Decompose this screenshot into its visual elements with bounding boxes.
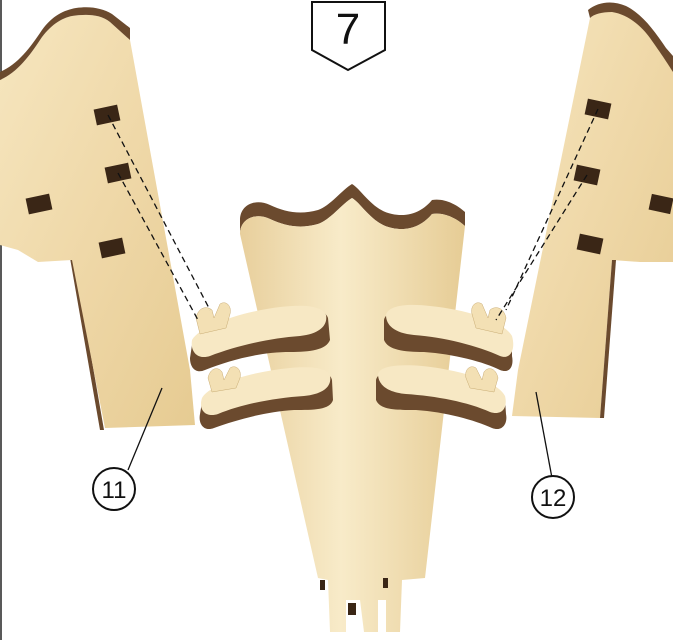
right-side-panel [512, 3, 673, 418]
callout-11-label: 11 [102, 477, 127, 504]
right-panel-face [512, 11, 673, 418]
center-bottom-slot-3 [348, 603, 356, 615]
step-number: 7 [336, 5, 360, 54]
left-side-panel [0, 7, 195, 430]
right-arm-lower-tab [466, 367, 498, 392]
step-badge: 7 [312, 2, 385, 70]
callout-12-label: 12 [540, 485, 567, 512]
center-bottom-slot-2 [383, 578, 388, 588]
center-piece-face [240, 198, 465, 632]
left-arm-lower-tab [208, 367, 240, 392]
left-panel-face [0, 15, 195, 428]
center-bottom-slot-1 [320, 580, 325, 590]
